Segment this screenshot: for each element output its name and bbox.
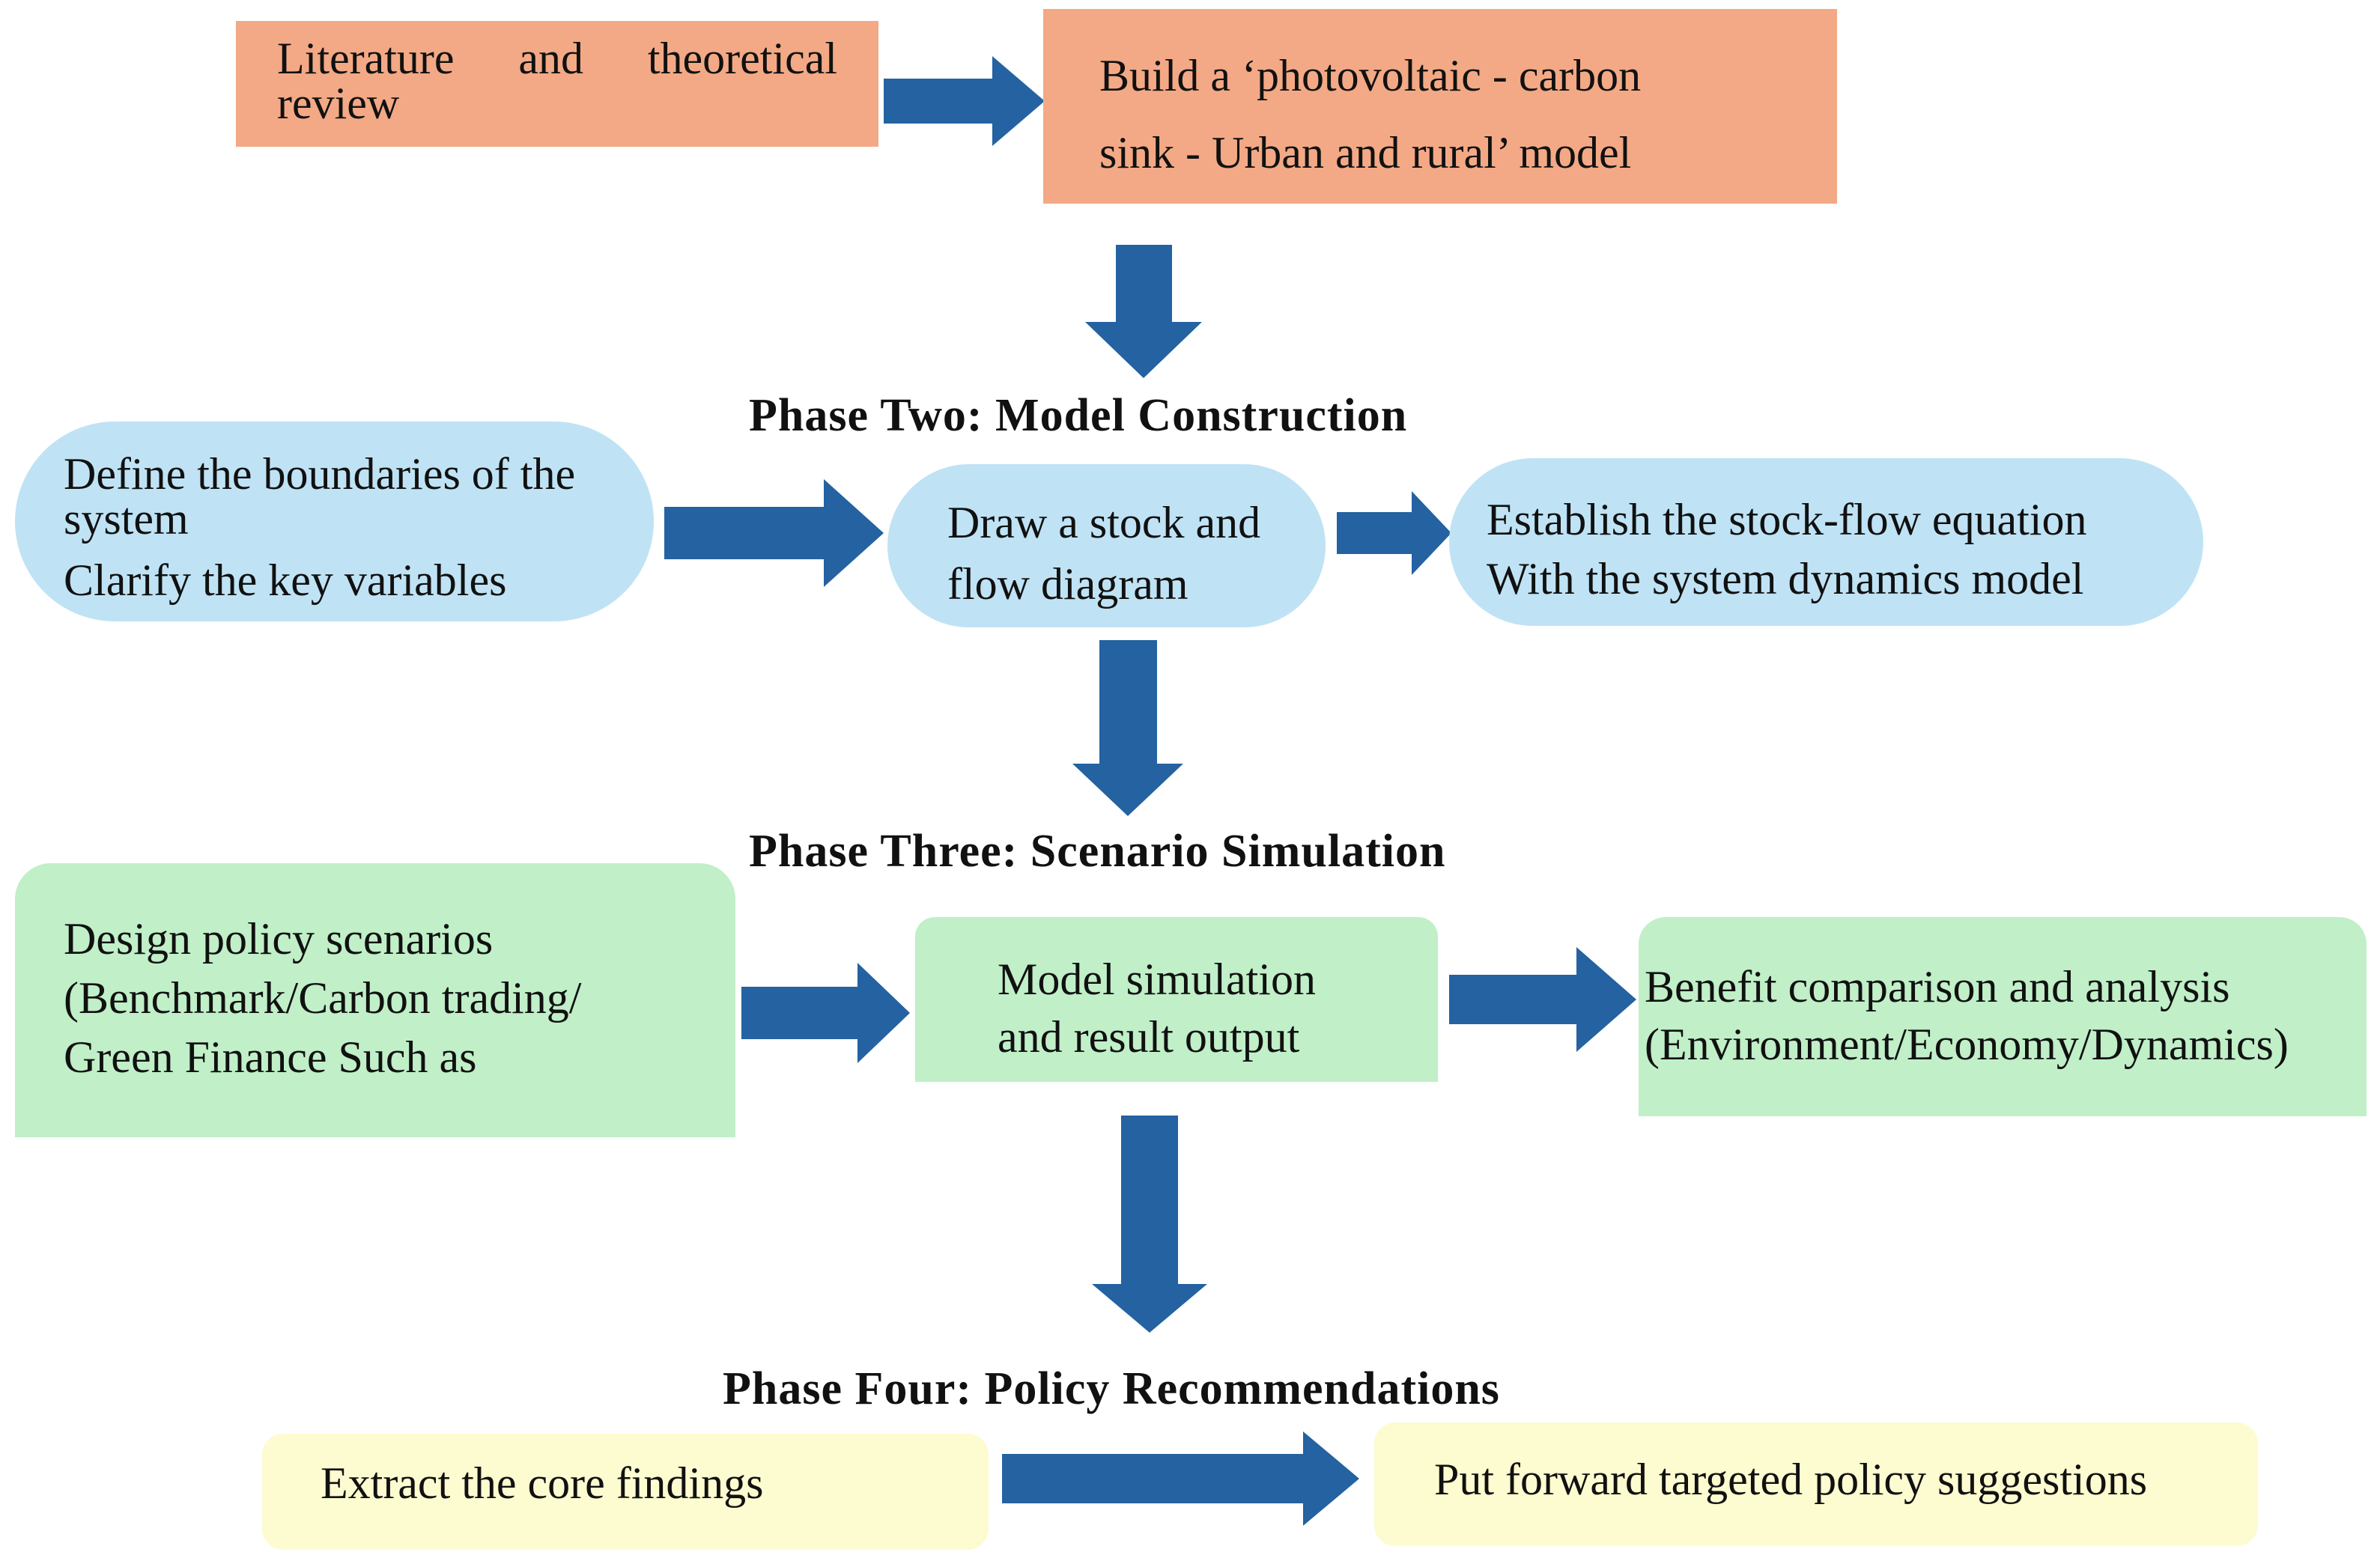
policy-suggestions-text: Put forward targeted policy suggestions [1434,1455,2148,1504]
phase-three-title: Phase Three: Scenario Simulation [749,826,1446,877]
define-boundaries-line-2: system [64,494,189,544]
literature-review-line-1: Literature and theoretical [277,34,837,83]
arrow-boundaries-to-stockflow [664,479,884,587]
stock-flow-diagram-box: Draw a stock and flow diagram [887,464,1326,627]
define-boundaries-box: Define the boundaries of the system Clar… [15,422,654,621]
stock-flow-equation-box: Establish the stock-flow equation With t… [1449,458,2203,626]
build-model-line-2: sink - Urban and rural’ model [1099,128,1632,178]
arrow-phase2-to-phase3 [1072,640,1183,816]
benefit-line-1: Benefit comparison and analysis [1645,962,2230,1011]
stock-flow-line-1: Draw a stock and [947,498,1261,547]
core-findings-box: Extract the core findings [262,1434,989,1550]
arrow-phase1-to-phase2 [1085,245,1202,378]
clarify-variables-line: Clarify the key variables [64,556,507,605]
equation-line-1: Establish the stock-flow equation [1487,495,2087,544]
model-simulation-box: Model simulation and result output [915,917,1438,1082]
literature-review-box: Literature and theoretical review [236,21,878,147]
build-model-box: Build a ‘photovoltaic - carbon sink - Ur… [1043,9,1837,204]
build-model-line-1: Build a ‘photovoltaic - carbon [1099,51,1642,100]
benefit-line-2: (Environment/Economy/Dynamics) [1645,1019,2289,1069]
policy-suggestions-box: Put forward targeted policy suggestions [1374,1422,2258,1546]
simulation-line-2: and result output [998,1011,1300,1062]
define-boundaries-line-1: Define the boundaries of the [64,449,576,499]
phase-four-title: Phase Four: Policy Recommendations [723,1363,1500,1414]
arrow-scenarios-to-simulation [741,963,910,1063]
arrow-findings-to-suggestions [1002,1431,1359,1526]
arrow-review-to-model [884,56,1045,146]
scenarios-line-2: (Benchmark/Carbon trading/ [64,973,582,1023]
arrow-phase3-to-phase4 [1092,1116,1207,1333]
stock-flow-line-2: flow diagram [947,559,1189,609]
simulation-line-1: Model simulation [998,955,1316,1004]
literature-review-line-2: review [277,79,400,128]
arrow-stockflow-to-equation [1337,491,1451,575]
phase-two-title: Phase Two: Model Construction [749,390,1408,441]
scenarios-line-1: Design policy scenarios [64,914,494,964]
core-findings-text: Extract the core findings [321,1458,764,1508]
scenarios-line-3: Green Finance Such as [64,1032,477,1083]
arrow-simulation-to-benefit [1449,947,1636,1052]
benefit-comparison-box: Benefit comparison and analysis (Environ… [1639,917,2367,1116]
policy-scenarios-box: Design policy scenarios (Benchmark/Carbo… [15,863,735,1137]
equation-line-2: With the system dynamics model [1487,554,2084,604]
